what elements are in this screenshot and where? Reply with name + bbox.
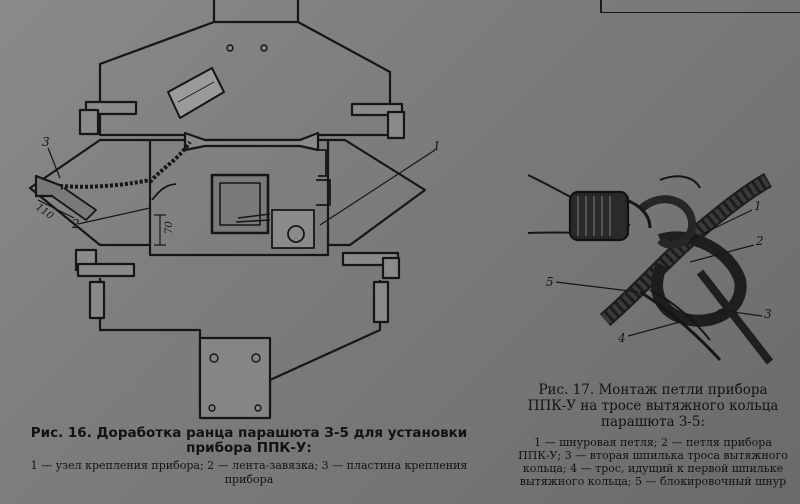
fig17-callout-4: 4 [617,331,626,345]
figure-17-caption-title: Рис. 17. Монтаж петли прибора ППК-У на т… [527,382,779,430]
figure-17-caption-legend: 1 — шнуровая петля; 2 — петля прибора ПП… [518,436,788,488]
table-corner-fragment [600,0,800,13]
figure-16-drawing [28,0,436,420]
fig17-callout-5: 5 [546,275,554,289]
figure-17-drawing [527,173,774,365]
figure-16-caption-title: Рис. 16. Доработка ранца парашюта З-5 дл… [30,425,468,456]
figure-16-caption-legend: 1 — узел крепления прибора; 2 — лента-за… [30,459,468,486]
fig16-callout-1: 1 [433,139,441,153]
fig17-callout-3: 3 [764,307,772,321]
fig16-dim-70: 70 [164,221,175,234]
fig17-callout-1: 1 [754,199,762,213]
fig16-callout-3: 3 [42,135,50,149]
figure-17-caption: Рис. 17. Монтаж петли прибора ППК-У на т… [518,382,788,488]
fig17-callout-2: 2 [755,234,764,248]
figure-16-caption: Рис. 16. Доработка ранца парашюта З-5 дл… [10,426,488,487]
fig16-callout-2: 2 [71,217,80,231]
